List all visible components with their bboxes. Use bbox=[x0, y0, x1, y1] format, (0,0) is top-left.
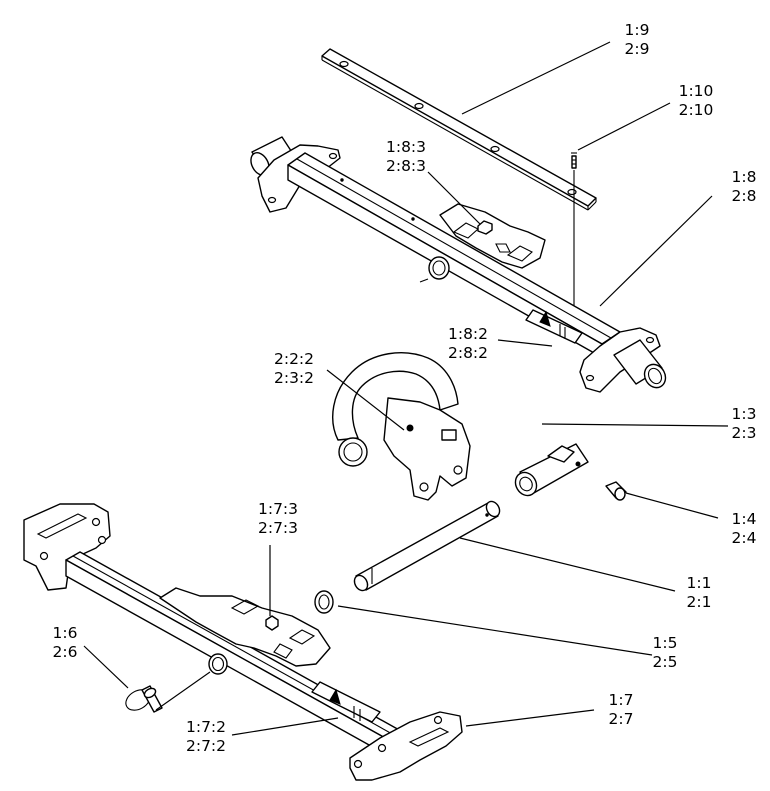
callout-1-7-3-bottom: 2:7:3 bbox=[258, 519, 298, 537]
callout-labels: 1:9 2:9 1:10 2:10 1:8:3 2:8:3 1:8 2:8 1:… bbox=[53, 21, 757, 755]
part-lower-frame bbox=[23, 503, 463, 781]
callout-1-10-bottom: 2:10 bbox=[679, 101, 714, 119]
callout-1-5-top: 1:5 bbox=[653, 634, 678, 652]
callout-1-8-3-top: 1:8:3 bbox=[386, 138, 426, 156]
callout-1-7-bottom: 2:7 bbox=[609, 710, 634, 728]
leader-3 bbox=[541, 423, 729, 427]
leader-2-2-2 bbox=[326, 369, 405, 431]
part-curved-yoke bbox=[332, 352, 589, 501]
callout-1-1-top: 1:1 bbox=[687, 574, 712, 592]
leader-lines bbox=[83, 41, 729, 736]
part-washer bbox=[314, 590, 334, 614]
part-screw bbox=[571, 152, 577, 314]
callout-1-8-2-top: 1:8:2 bbox=[448, 325, 488, 343]
callout-1-5-bottom: 2:5 bbox=[653, 653, 678, 671]
callout-1-3-bottom: 2:3 bbox=[732, 424, 757, 442]
callout-1-6-bottom: 2:6 bbox=[53, 643, 78, 661]
callout-1-9-top: 1:9 bbox=[625, 21, 650, 39]
leader-1 bbox=[459, 537, 676, 592]
callout-1-7-2-bottom: 2:7:2 bbox=[186, 737, 226, 755]
callout-1-4-top: 1:4 bbox=[732, 510, 757, 528]
callout-1-6-top: 1:6 bbox=[53, 624, 78, 642]
leader-5 bbox=[337, 605, 653, 656]
callout-1-7-3-top: 1:7:3 bbox=[258, 500, 298, 518]
callout-1-10-top: 1:10 bbox=[679, 82, 714, 100]
part-upper-tube-assembly bbox=[250, 136, 667, 393]
leader-6 bbox=[83, 645, 129, 689]
leader-7-2 bbox=[231, 717, 339, 736]
callout-1-1-bottom: 2:1 bbox=[687, 593, 712, 611]
leader-8 bbox=[599, 195, 713, 307]
part-lynch-pin bbox=[125, 671, 211, 713]
callout-1-4-bottom: 2:4 bbox=[732, 529, 757, 547]
callout-1-7-2-top: 1:7:2 bbox=[186, 718, 226, 736]
callout-1-8-3-bottom: 2:8:3 bbox=[386, 157, 426, 175]
callout-1-8-bottom: 2:8 bbox=[732, 187, 757, 205]
callout-2-2-2-bottom: 2:3:2 bbox=[274, 369, 314, 387]
leader-9 bbox=[461, 41, 611, 115]
callout-2-2-2-top: 2:2:2 bbox=[274, 350, 314, 368]
callout-1-9-bottom: 2:9 bbox=[625, 40, 650, 58]
leader-7 bbox=[465, 709, 595, 727]
callout-1-8-top: 1:8 bbox=[732, 168, 757, 186]
leader-4 bbox=[625, 492, 719, 519]
part-pin bbox=[353, 500, 501, 592]
leader-10 bbox=[577, 102, 671, 151]
part-bolt bbox=[605, 481, 627, 501]
leader-8-2 bbox=[497, 339, 553, 347]
part-flat-bar bbox=[321, 48, 597, 211]
callout-1-8-2-bottom: 2:8:2 bbox=[448, 344, 488, 362]
leader-8-3 bbox=[427, 171, 481, 225]
callout-1-7-top: 1:7 bbox=[609, 691, 634, 709]
callout-1-3-top: 1:3 bbox=[732, 405, 757, 423]
